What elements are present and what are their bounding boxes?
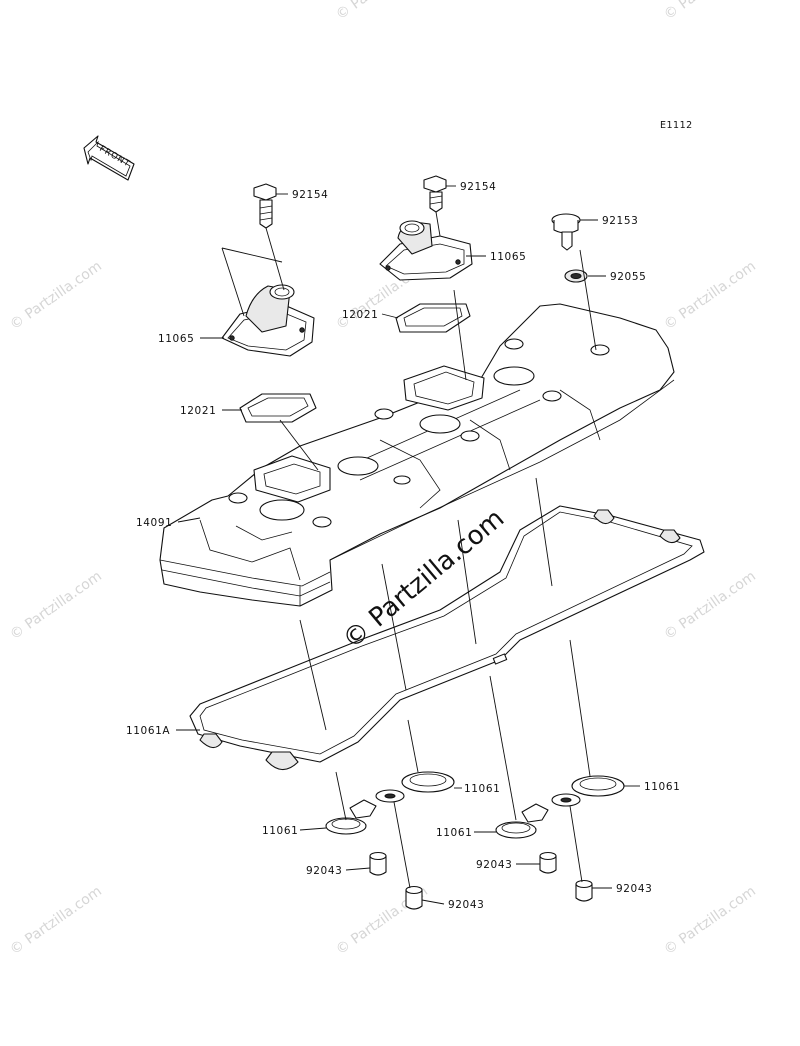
bolt-small: [551, 213, 581, 251]
watermark: © Partzilla.com: [7, 568, 105, 643]
washer: [564, 269, 588, 283]
bolt-left: [253, 183, 277, 229]
watermark: © Partzilla.com: [661, 258, 759, 333]
label-11061a: 11061A: [126, 725, 170, 737]
collar-1: [369, 851, 387, 876]
label-11061-1: 11061: [262, 825, 298, 837]
label-12021-lower: 12021: [180, 405, 216, 417]
bolt-right: [423, 175, 447, 213]
label-14091: 14091: [136, 517, 172, 529]
watermark: © Partzilla.com: [661, 0, 759, 23]
label-11061-2: 11061: [464, 783, 500, 795]
label-11061-4: 11061: [644, 781, 680, 793]
leader-lines: [176, 185, 640, 905]
gasket-plate-lower: [239, 393, 317, 423]
plug-gasket-3: [495, 793, 581, 839]
label-92055: 92055: [610, 271, 646, 283]
label-92154-right: 92154: [460, 181, 496, 193]
diagram-code: E1112: [660, 120, 693, 131]
plug-gasket-2: [401, 771, 455, 793]
cap-cover-left: [221, 284, 315, 357]
collar-4: [575, 879, 593, 902]
cap-cover-right: [379, 220, 473, 281]
label-92153: 92153: [602, 215, 638, 227]
collar-3: [539, 851, 557, 874]
label-11065-right: 11065: [490, 251, 526, 263]
watermark: © Partzilla.com: [7, 258, 105, 333]
label-92043-4: 92043: [616, 883, 652, 895]
plug-gasket-1: [325, 789, 405, 835]
cylinder-head-cover: [159, 303, 675, 607]
label-11065-left: 11065: [158, 333, 194, 345]
label-92043-2: 92043: [448, 899, 484, 911]
label-12021-upper: 12021: [342, 309, 378, 321]
label-92154-left: 92154: [292, 189, 328, 201]
plug-gasket-4: [571, 775, 625, 797]
watermark: © Partzilla.com: [7, 883, 105, 958]
label-11061-3: 11061: [436, 827, 472, 839]
gasket-plate-upper: [395, 303, 471, 333]
guide-lines: [221, 211, 597, 889]
watermark: © Partzilla.com: [661, 883, 759, 958]
label-92043-3: 92043: [476, 859, 512, 871]
front-arrow-icon: FRONT: [83, 135, 135, 181]
watermark: © Partzilla.com: [661, 568, 759, 643]
label-92043-1: 92043: [306, 865, 342, 877]
collar-2: [405, 885, 423, 910]
watermark: © Partzilla.com: [333, 0, 431, 23]
